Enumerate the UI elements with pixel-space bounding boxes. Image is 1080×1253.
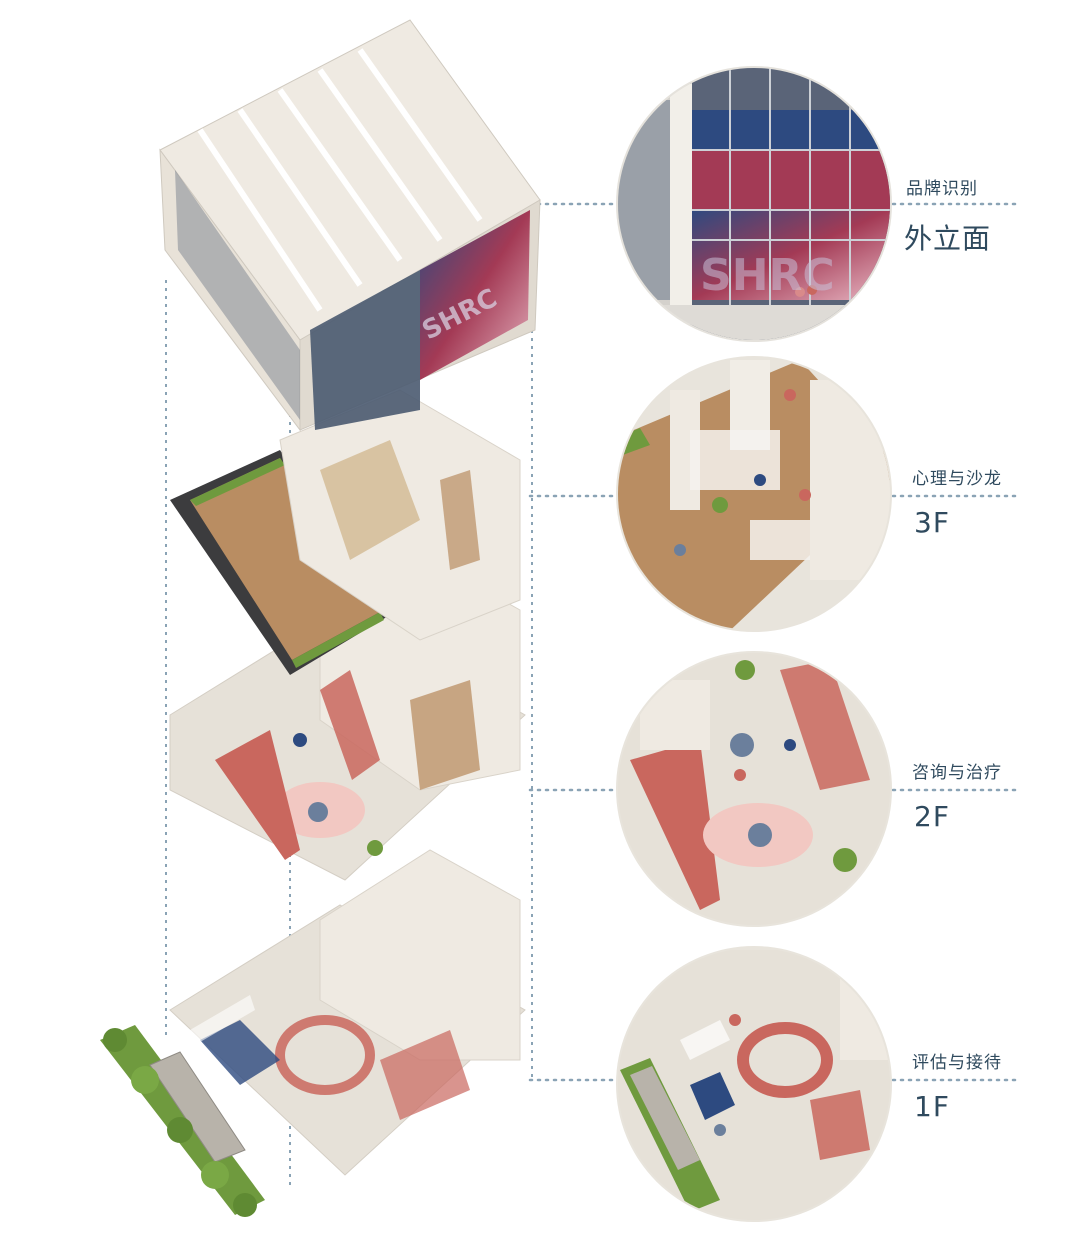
floor-1f-slab bbox=[169, 849, 526, 1176]
label-facade-sub: 品牌识别 bbox=[906, 179, 978, 199]
detail-circle-3f bbox=[616, 356, 892, 632]
label-1f-sub: 评估与接待 bbox=[912, 1053, 1002, 1073]
facade-block: SHRC bbox=[159, 19, 541, 432]
detail-circle-2f bbox=[616, 651, 892, 927]
label-3f-main: 3F bbox=[914, 506, 950, 539]
detail-circle-1f bbox=[616, 946, 892, 1222]
connector-lines bbox=[528, 202, 1020, 1082]
label-3f-sub: 心理与沙龙 bbox=[912, 469, 1002, 489]
label-1f-main: 1F bbox=[914, 1090, 950, 1123]
label-facade-main: 外立面 bbox=[904, 222, 992, 255]
detail-circle-facade: SHRC bbox=[616, 66, 892, 342]
label-2f-main: 2F bbox=[914, 800, 950, 833]
landscape-greenery bbox=[100, 1025, 265, 1217]
facade-signage-text: SHRC bbox=[700, 250, 835, 301]
floor-3f-slab bbox=[170, 389, 521, 675]
label-2f-sub: 咨询与治疗 bbox=[912, 763, 1002, 783]
